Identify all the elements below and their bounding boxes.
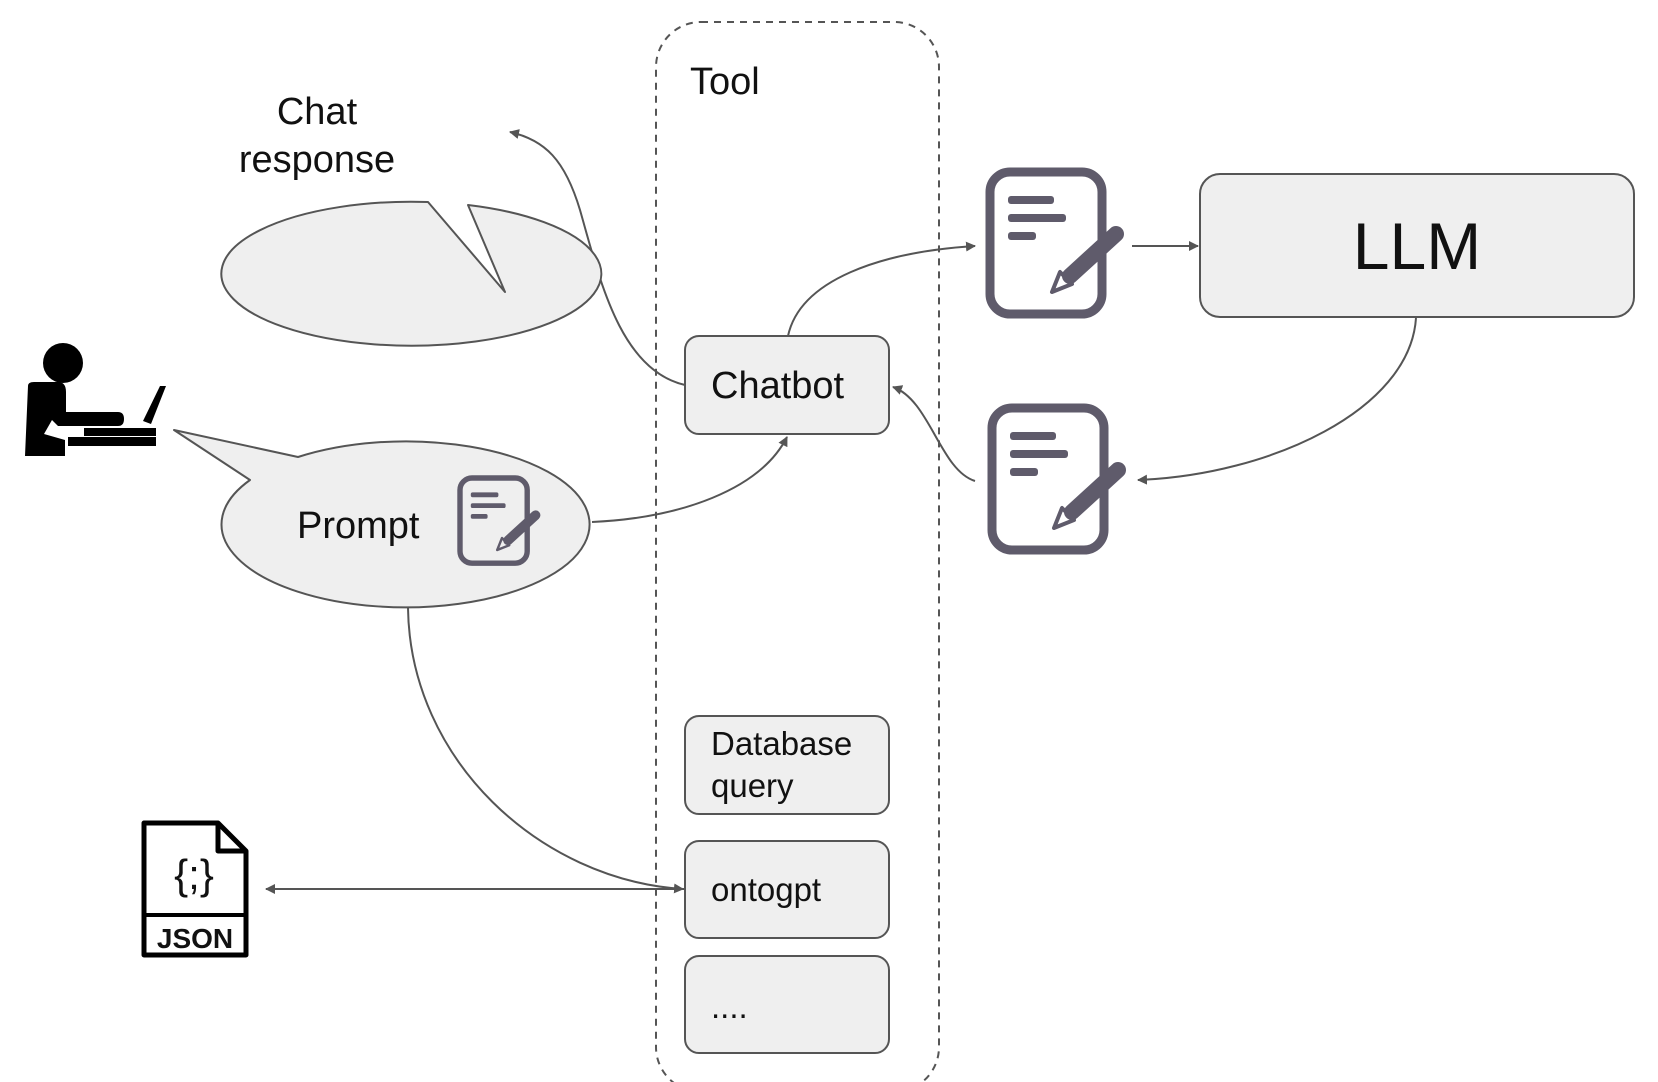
arrow-chatbot-to-chat-response <box>509 129 686 386</box>
connectors <box>265 129 1417 894</box>
arrow-chatbot-to-request-doc <box>787 241 976 337</box>
prompt-label: Prompt <box>297 505 420 547</box>
arrow-response-doc-to-chatbot <box>892 385 976 482</box>
arrow-llm-to-response-doc <box>1137 317 1417 485</box>
chat-response-line2: response <box>239 139 395 181</box>
chatbot-box[interactable]: Chatbot <box>684 335 890 435</box>
database-query-line2: query <box>711 767 794 804</box>
json-file-glyph: {;} <box>174 851 214 898</box>
request-document-icon <box>990 172 1116 314</box>
tool-group-title: Tool <box>690 61 760 103</box>
ontogpt-label: ontogpt <box>711 871 821 908</box>
chatbot-label: Chatbot <box>711 365 845 407</box>
arrow-prompt-to-ontogpt <box>407 607 684 894</box>
json-file-icon: {;} JSON <box>141 820 249 958</box>
chat-response-bubble: Chat response <box>220 91 603 347</box>
chat-response-line1: Chat <box>277 91 358 133</box>
more-tools-box[interactable]: .... <box>684 955 890 1054</box>
more-tools-label: .... <box>711 988 748 1025</box>
response-document-icon <box>992 408 1118 550</box>
llm-label: LLM <box>1353 209 1481 283</box>
database-query-box[interactable]: Database query <box>684 715 890 815</box>
json-file-label: JSON <box>157 923 233 954</box>
prompt-bubble: Prompt <box>173 429 591 609</box>
user-at-laptop-icon <box>25 343 166 456</box>
arrow-prompt-to-chatbot <box>591 436 788 523</box>
tool-group: Tool <box>655 21 940 1082</box>
ontogpt-box[interactable]: ontogpt <box>684 840 890 939</box>
llm-box: LLM <box>1199 173 1635 318</box>
database-query-line1: Database <box>711 725 852 762</box>
